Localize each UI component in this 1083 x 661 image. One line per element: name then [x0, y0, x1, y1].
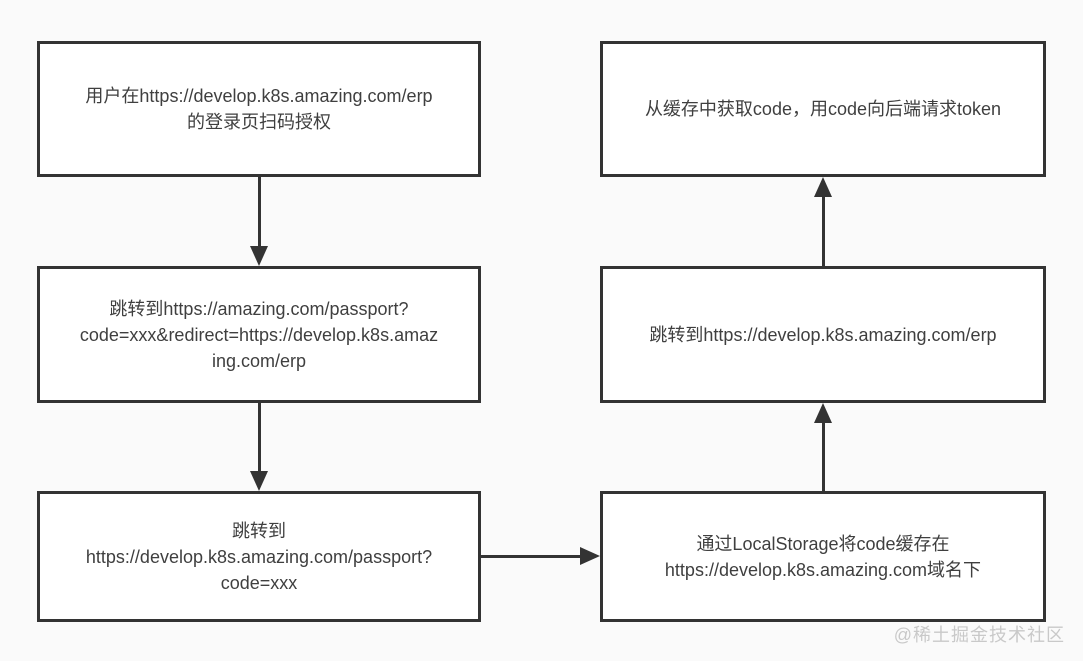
arrow-up-icon [814, 403, 832, 423]
arrow-down-icon [250, 471, 268, 491]
node-redirect-passport-with-code: 跳转到https://amazing.com/passport? code=xx… [37, 266, 481, 403]
node-redirect-develop-passport-label: 跳转到 https://develop.k8s.amazing.com/pass… [85, 520, 433, 593]
node-user-scan-auth: 用户在https://develop.k8s.amazing.com/erp 的… [37, 41, 481, 177]
node-get-code-request-token-label: 从缓存中获取code，用code向后端请求token [644, 99, 1002, 119]
arrow-right-icon [580, 547, 600, 565]
node-localstorage-cache-code-label: 通过LocalStorage将code缓存在 https://develop.k… [664, 533, 982, 580]
arrow-up-icon [814, 177, 832, 197]
arrow-down-icon [250, 246, 268, 266]
node-redirect-develop-erp-label: 跳转到https://develop.k8s.amazing.com/erp [649, 324, 997, 345]
node-localstorage-cache-code: 通过LocalStorage将code缓存在 https://develop.k… [600, 491, 1046, 622]
node-redirect-develop-erp: 跳转到https://develop.k8s.amazing.com/erp [600, 266, 1046, 403]
arrow-line-step4-to-step5 [822, 421, 825, 491]
node-user-scan-auth-label: 用户在https://develop.k8s.amazing.com/erp 的… [85, 86, 433, 132]
node-redirect-passport-with-code-label: 跳转到https://amazing.com/passport? code=xx… [79, 298, 439, 371]
arrow-line-step1-to-step2 [258, 177, 261, 249]
node-redirect-develop-passport: 跳转到 https://develop.k8s.amazing.com/pass… [37, 491, 481, 622]
arrow-line-step3-to-step4 [481, 555, 582, 558]
arrow-line-step5-to-step6 [822, 195, 825, 266]
watermark: @稀土掘金技术社区 [893, 625, 1065, 645]
node-get-code-request-token: 从缓存中获取code，用code向后端请求token [600, 41, 1046, 177]
arrow-line-step2-to-step3 [258, 403, 261, 473]
